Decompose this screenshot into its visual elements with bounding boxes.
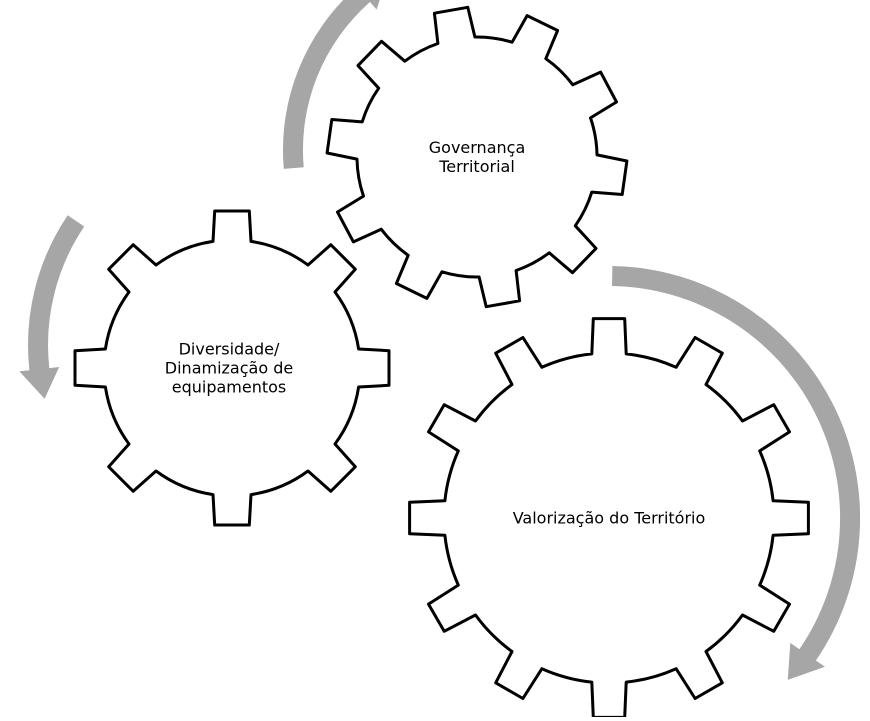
diversidade-label: Diversidade/ Dinamização de equipamentos <box>165 340 293 397</box>
arrows-layer <box>19 0 861 680</box>
valorizacao-label-line-1: Valorização do Território <box>512 508 706 528</box>
gears-layer <box>73 5 810 719</box>
gear-icon-diversidade <box>73 209 391 527</box>
gear-icon-governanca <box>325 5 629 309</box>
diversidade-label-line-1: Diversidade/ <box>178 339 280 359</box>
valorizacao-label: Valorização do Território <box>513 509 706 528</box>
governanca-label: Governança Territorial <box>429 138 525 176</box>
curved-arrow-icon-3 <box>612 266 861 680</box>
governanca-label-line-2: Territorial <box>439 157 515 176</box>
curved-arrow-icon-2 <box>19 215 85 399</box>
diversidade-label-line-2: Dinamização de <box>164 358 294 378</box>
governanca-label-line-1: Governança <box>428 138 526 157</box>
curved-arrow-icon-1 <box>283 0 380 169</box>
gear-icon-valorizacao <box>408 317 810 719</box>
diversidade-label-line-3: equipamentos <box>171 377 287 397</box>
